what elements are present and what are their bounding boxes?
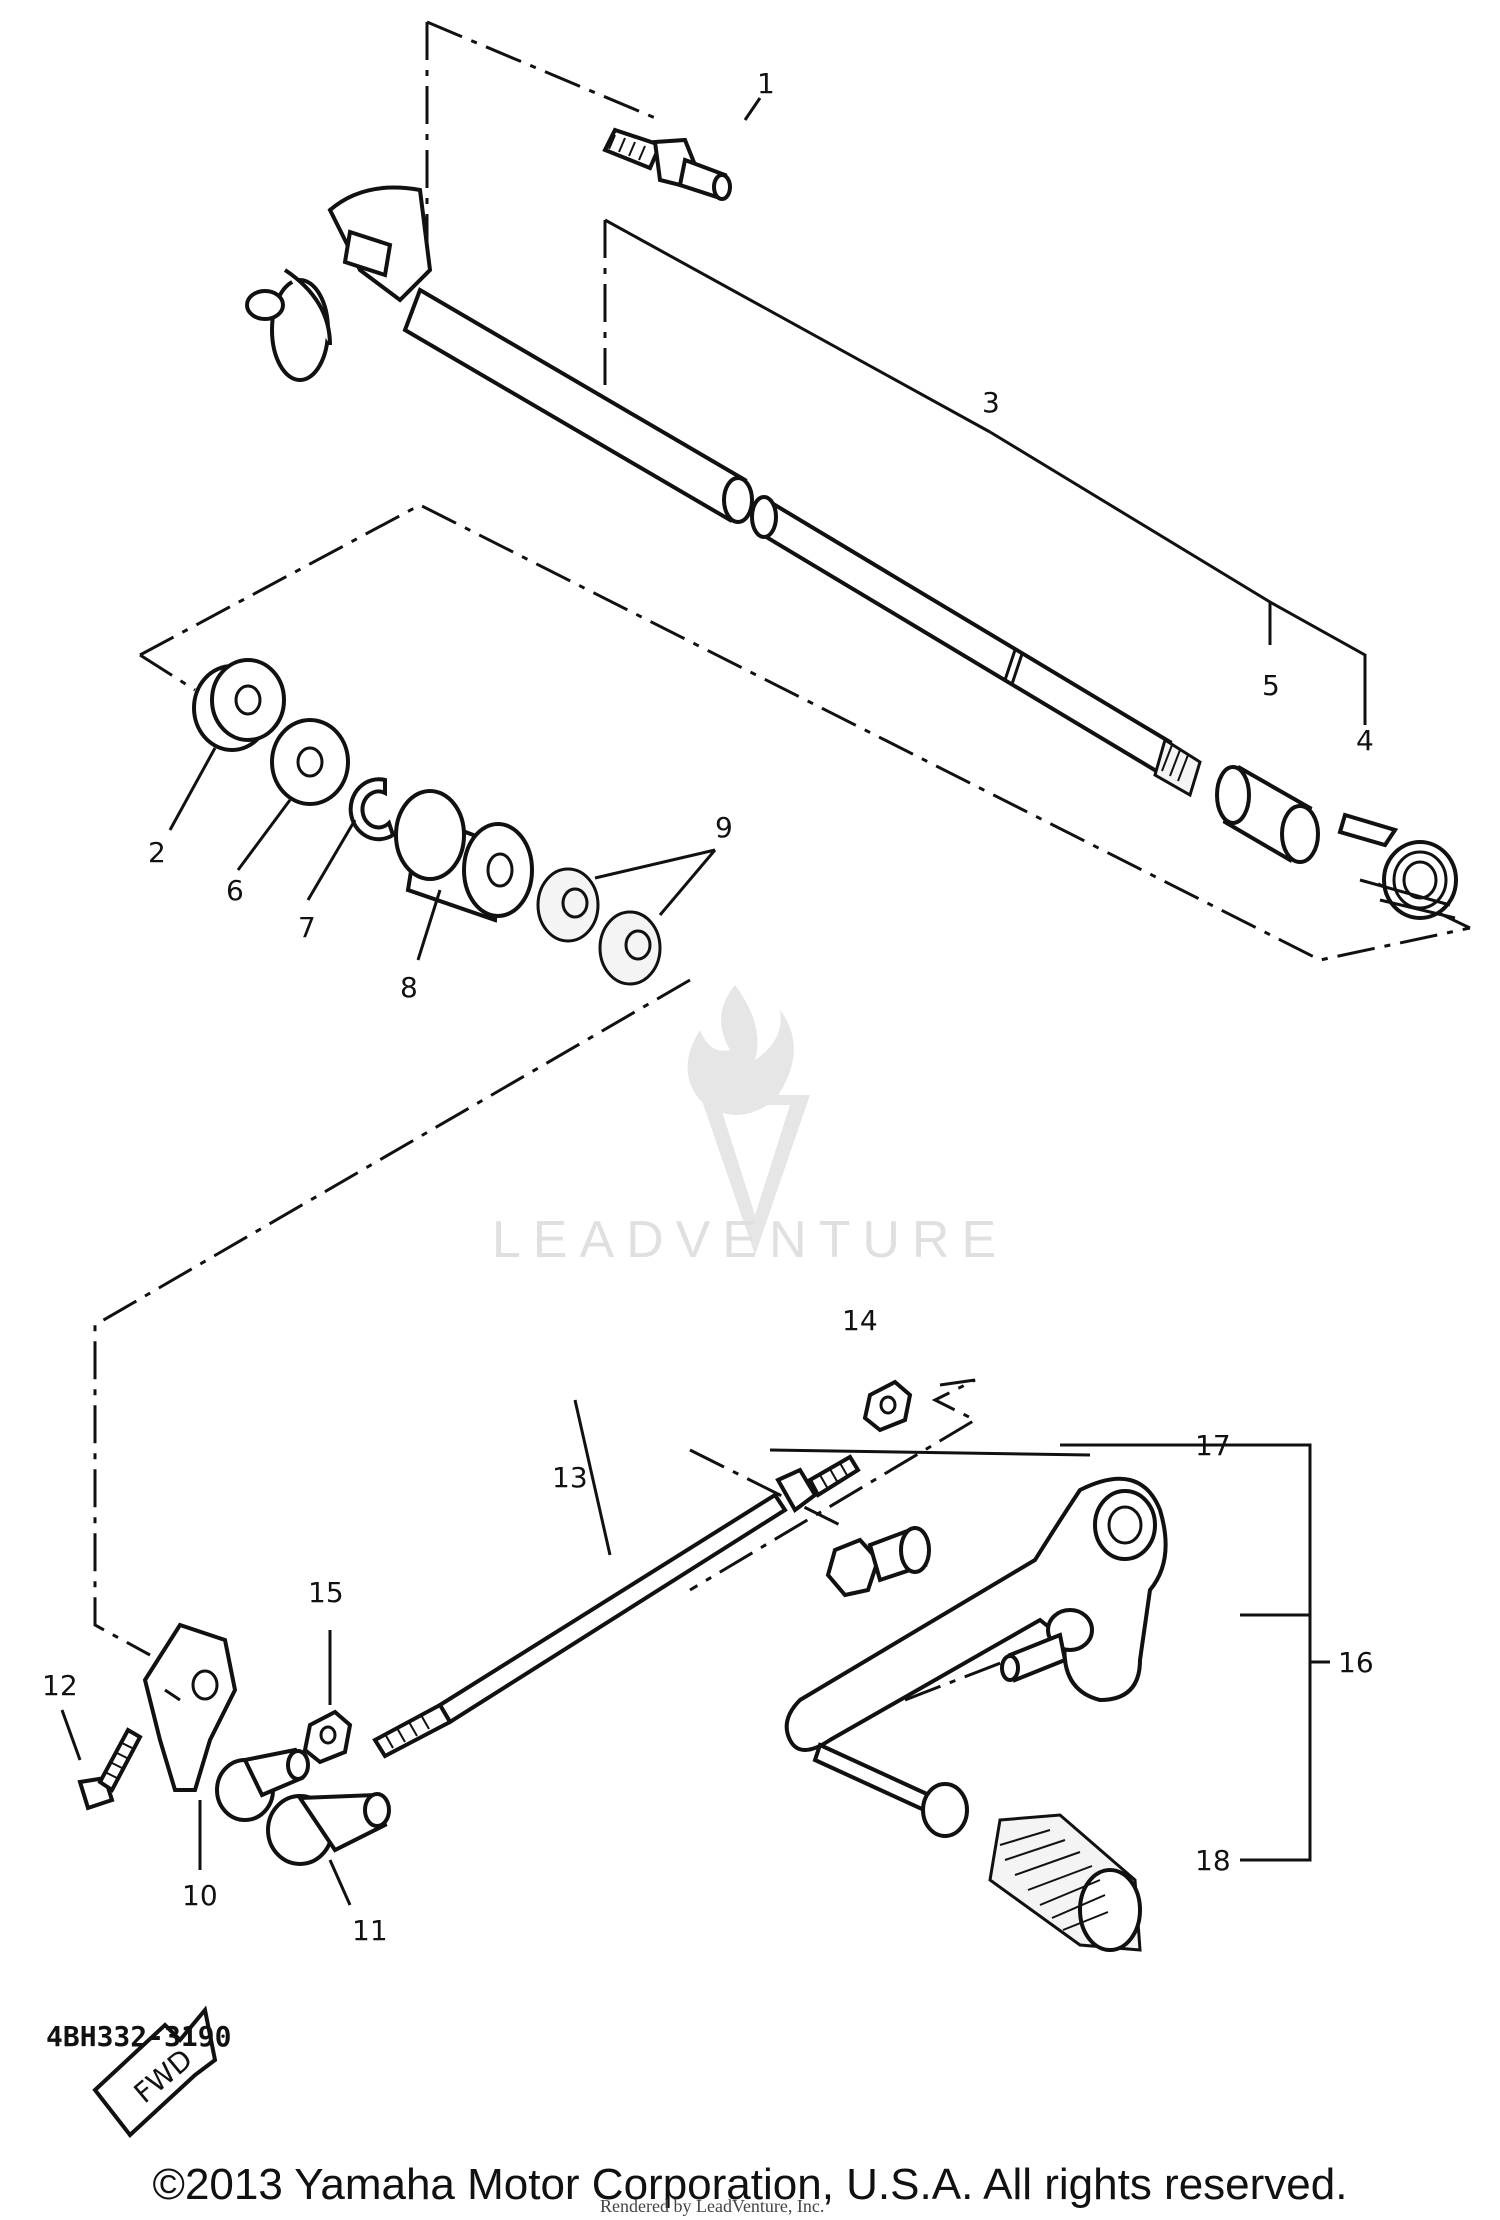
part-18-pedal-rubber	[988, 1813, 1142, 1952]
callout-3: 3	[982, 386, 1000, 419]
part-9-seal-a	[536, 867, 600, 943]
leadventure-watermark-logo	[687, 985, 810, 1255]
callout-7: 7	[298, 911, 316, 944]
rendered-by-notice: Rendered by LeadVenture, Inc.	[600, 2196, 825, 2216]
callout-8: 8	[400, 971, 418, 1004]
callout-13: 13	[552, 1461, 588, 1494]
copyright-notice: ©2013 Yamaha Motor Corporation, U.S.A. A…	[152, 2160, 1348, 2209]
diagram-part-code: 4BH332-3190	[46, 2020, 232, 2053]
callout-6: 6	[226, 874, 244, 907]
part-11-rod-end-b	[266, 1792, 391, 1906]
callout-16: 16	[1338, 1646, 1374, 1679]
callout-18: 18	[1195, 1844, 1231, 1877]
callout-9: 9	[715, 811, 733, 844]
callout-2: 2	[148, 836, 166, 869]
callout-11: 11	[352, 1914, 388, 1947]
part-13-shift-rod	[372, 1399, 861, 1759]
part-5-collar	[1215, 764, 1320, 864]
part-3-shift-shaft	[245, 185, 1202, 798]
upper-leader-lines	[139, 20, 1471, 962]
part-14-nut	[862, 1379, 913, 1433]
part-17-pivot-bolt	[825, 1526, 931, 1598]
callout-14: 14	[842, 1304, 878, 1337]
callout-4: 4	[1356, 724, 1374, 757]
upper-part-leaders	[168, 747, 717, 961]
part-12-bolt	[60, 1709, 143, 1811]
callout-10: 10	[182, 1879, 218, 1912]
part-15-nut	[302, 1630, 353, 1765]
part-9-seal-b	[598, 910, 662, 986]
callout-12: 12	[42, 1669, 78, 1702]
part-11-rod-end-a	[215, 1747, 310, 1822]
callout-5: 5	[1262, 669, 1280, 702]
callout-15: 15	[308, 1576, 344, 1609]
part-4-return-spring	[1337, 812, 1458, 920]
part-7-circlip	[348, 777, 396, 842]
part-2-oil-seal	[192, 658, 286, 752]
part-6-washer	[270, 718, 350, 806]
part-10-shift-arm	[142, 1622, 238, 1870]
callout-17: 17	[1195, 1429, 1231, 1462]
callout-labels: 1 3 5 4 2 6 7 8 9 14 17 13 15 16 12 10 1…	[42, 67, 1374, 1947]
part-1-stud-bolt	[602, 127, 732, 201]
callout-1: 1	[757, 67, 775, 100]
watermark-text: LEADVENTURE	[491, 1211, 1009, 1269]
part-8-bushing	[394, 789, 534, 923]
part-16-shift-pedal	[784, 1476, 1168, 1838]
